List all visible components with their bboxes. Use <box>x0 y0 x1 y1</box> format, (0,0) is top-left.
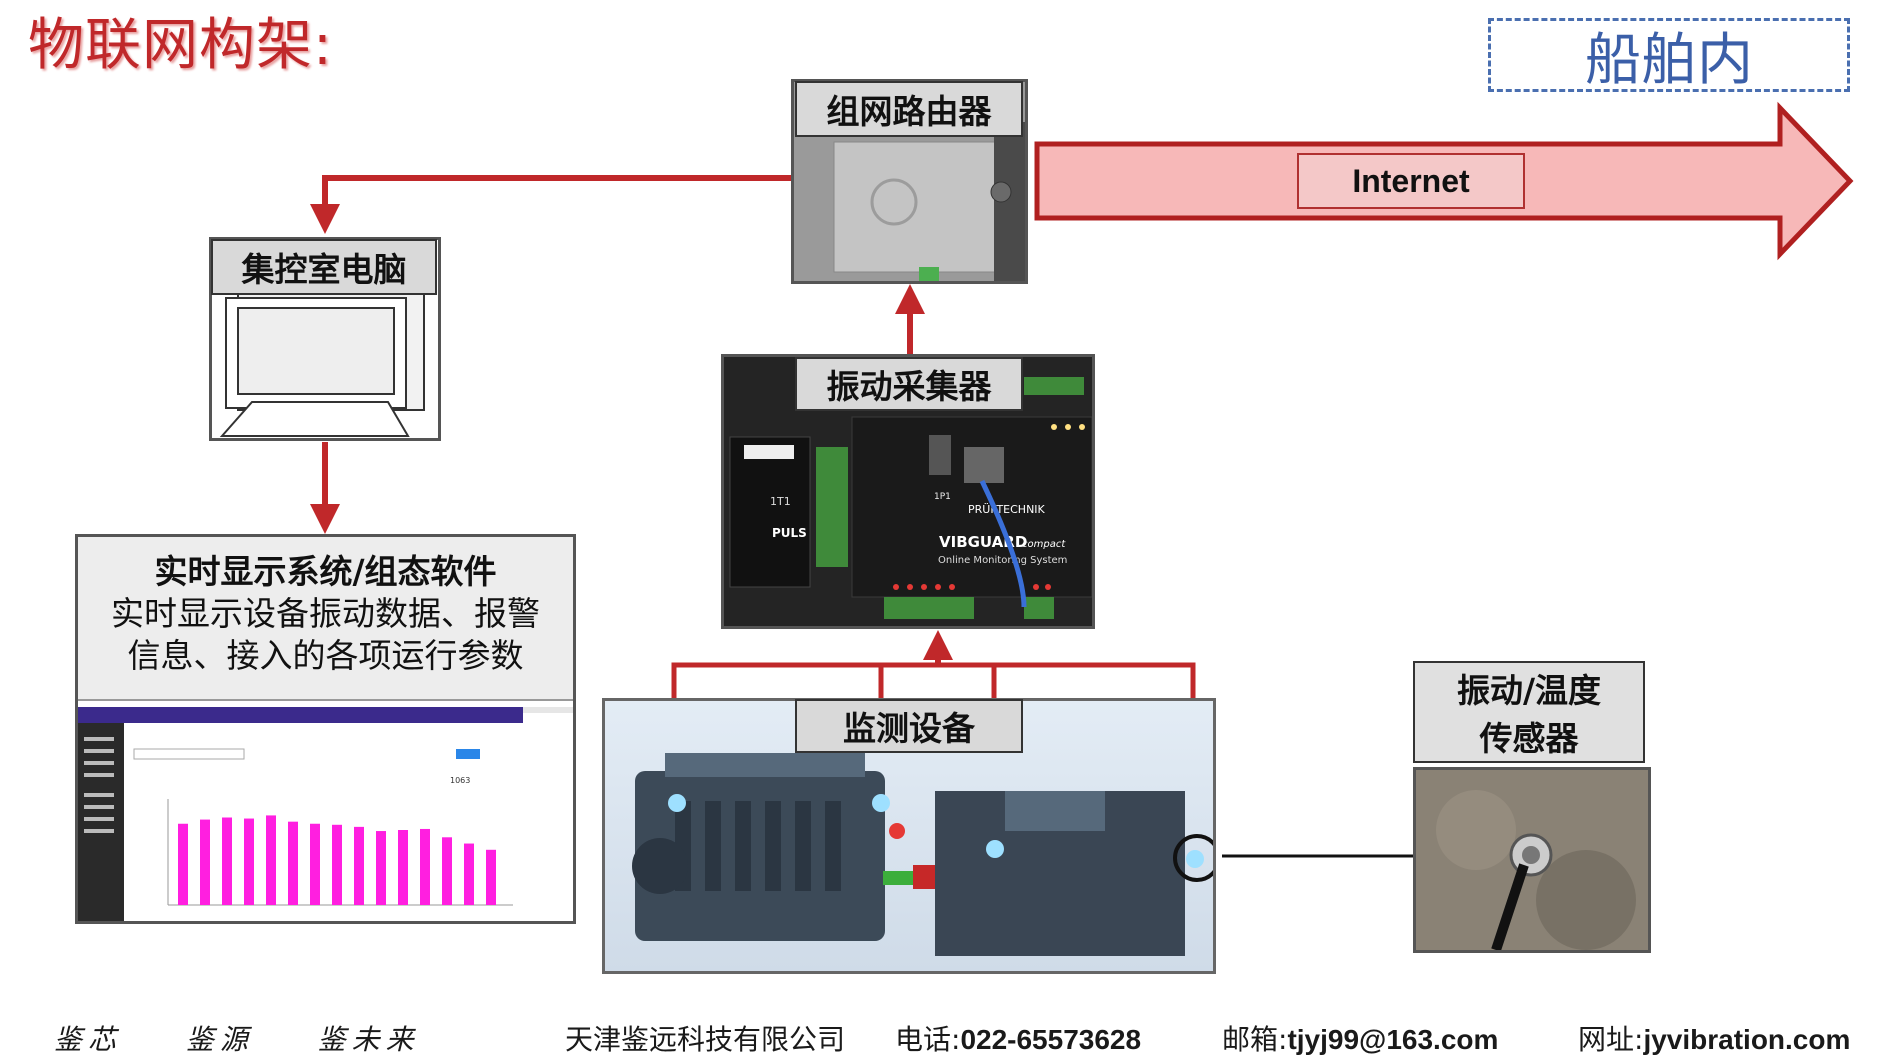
software-screenshot: 1063 <box>78 707 573 921</box>
software-bars <box>178 815 496 905</box>
router-label: 组网路由器 <box>795 81 1023 137</box>
software-desc-line1: 实时显示设备振动数据、报警 <box>111 594 540 633</box>
ship-region-label: 船舶内 <box>1488 18 1850 93</box>
software-bar <box>244 818 254 905</box>
footer-web-label: 网址: <box>1578 1023 1644 1056</box>
footer-email[interactable]: 邮箱:tjyj99@163.com <box>1222 1018 1498 1058</box>
sensor-label: 振动/温度 传感器 <box>1413 661 1645 763</box>
svg-text:1P1: 1P1 <box>934 492 951 502</box>
software-bar <box>486 849 496 905</box>
svg-text:1T1: 1T1 <box>770 495 791 508</box>
monitor-label: 监测设备 <box>795 699 1023 753</box>
software-bar <box>442 837 452 905</box>
software-bar <box>266 815 276 905</box>
software-bar <box>376 831 386 905</box>
footer-phone: 电话:022-65573628 <box>895 1018 1141 1058</box>
svg-text:PULS: PULS <box>772 526 807 540</box>
software-bar <box>420 828 430 905</box>
footer-company: 天津鉴远科技有限公司 <box>565 1023 846 1056</box>
svg-text:PRÜFTECHNIK: PRÜFTECHNIK <box>968 503 1046 516</box>
software-panel: 1063 实时显示系统/组态软件 实时显示设备振动数据、报警 信息、接入的各项运… <box>75 534 576 924</box>
collector-label: 振动采集器 <box>795 357 1023 411</box>
software-bar <box>200 819 210 905</box>
software-bar <box>222 817 232 905</box>
svg-text:Online Monitoring System: Online Monitoring System <box>938 555 1067 566</box>
software-caption: 实时显示系统/组态软件 实时显示设备振动数据、报警 信息、接入的各项运行参数 <box>78 537 573 701</box>
footer-web-value[interactable]: jyvibration.com <box>1643 1024 1851 1055</box>
software-title: 实时显示系统/组态软件 <box>154 552 497 591</box>
software-bar <box>332 824 342 905</box>
software-bar <box>464 843 474 905</box>
software-bar <box>288 821 298 905</box>
sensor-photo <box>1413 767 1651 953</box>
svg-text:VIBGUARD: VIBGUARD <box>939 533 1027 551</box>
software-bar <box>398 830 408 905</box>
software-desc-line2: 信息、接入的各项运行参数 <box>127 636 524 675</box>
internet-label: Internet <box>1297 153 1525 209</box>
page-title: 物联网构架: <box>28 13 333 78</box>
sensor-device-image <box>1416 770 1648 950</box>
footer-phone-label: 电话: <box>895 1023 961 1056</box>
software-counter: 1063 <box>450 776 470 785</box>
sensor-label-line1: 振动/温度 <box>1456 671 1602 710</box>
router-to-pc-line <box>310 175 793 234</box>
software-bar <box>354 826 364 905</box>
engine-shape <box>632 753 885 941</box>
engine-generator-image <box>632 753 1221 956</box>
footer-slogan-2: 鉴源 <box>185 1023 254 1056</box>
footer-web[interactable]: 网址:jyvibration.com <box>1578 1018 1850 1058</box>
svg-text:compact: compact <box>1022 539 1066 550</box>
generator-shape <box>935 791 1185 956</box>
ship-label-text: 船舶内 <box>1585 27 1753 93</box>
footer-email-label: 邮箱: <box>1222 1023 1288 1056</box>
software-bar <box>178 823 188 905</box>
footer-slogan-1: 鉴芯 <box>54 1023 123 1056</box>
footer-phone-value: 022-65573628 <box>960 1024 1142 1055</box>
footer-slogan-3: 鉴未来 <box>317 1023 420 1056</box>
control-pc-label: 集控室电脑 <box>211 239 437 295</box>
footer-slogan: 鉴芯 鉴源 鉴未来 <box>54 1018 420 1058</box>
software-bar <box>310 823 320 905</box>
footer-email-value[interactable]: tjyj99@163.com <box>1287 1024 1499 1055</box>
sensor-label-line2: 传感器 <box>1479 719 1579 758</box>
